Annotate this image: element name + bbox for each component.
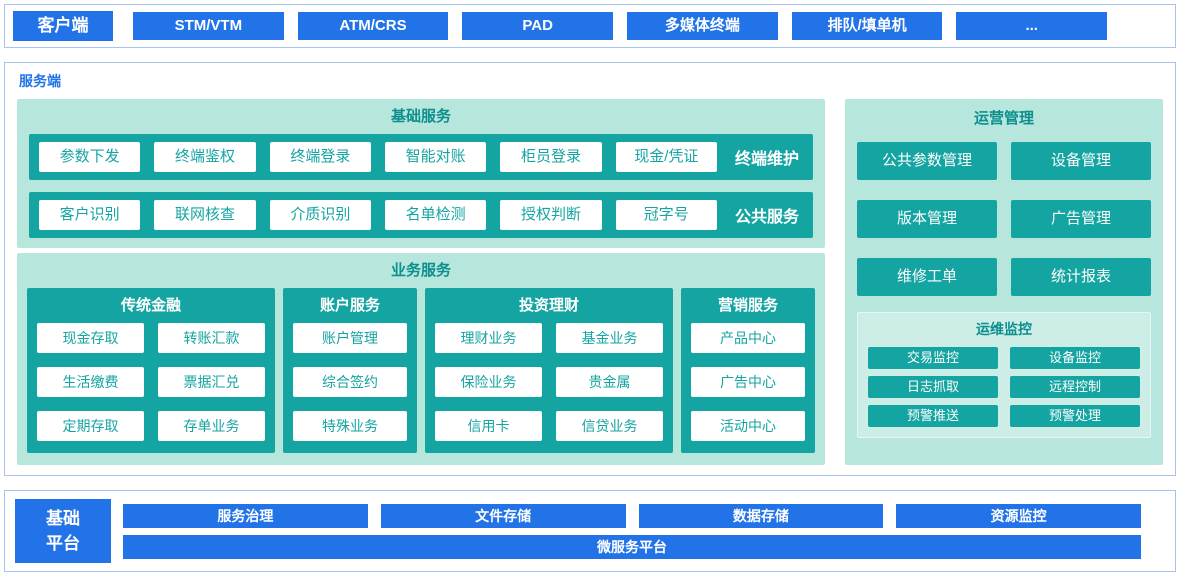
group-grid: 产品中心 广告中心 活动中心: [691, 323, 805, 441]
operations-grid: 公共参数管理 设备管理 版本管理 广告管理 维修工单 统计报表: [857, 142, 1151, 296]
service-node: 信用卡: [435, 411, 542, 441]
service-node: 产品中心: [691, 323, 805, 353]
public-services-label: 公共服务: [734, 209, 799, 226]
monitoring-node: 设备监控: [1010, 347, 1140, 369]
group-grid: 账户管理 综合签约 特殊业务: [293, 323, 407, 441]
service-node: 冠字号: [615, 200, 717, 230]
server-content: 基础服务 参数下发 终端鉴权 终端登录 智能对账 柜员登录 现金/凭证 终端维护…: [17, 99, 1163, 465]
operations-node: 广告管理: [1011, 200, 1151, 238]
service-node: 账户管理: [293, 323, 407, 353]
service-node: 广告中心: [691, 367, 805, 397]
service-node: 转账汇款: [158, 323, 265, 353]
client-node-more: ...: [956, 12, 1108, 40]
group-title: 账户服务: [319, 297, 380, 314]
platform-node-microservice-platform: 微服务平台: [123, 534, 1141, 559]
group-title: 传统金融: [120, 297, 181, 314]
service-node: 存单业务: [158, 411, 265, 441]
service-node: 理财业务: [435, 323, 542, 353]
operations-panel: 运营管理 公共参数管理 设备管理 版本管理 广告管理 维修工单 统计报表 运维监…: [845, 99, 1163, 465]
service-node: 授权判断: [500, 200, 602, 230]
service-node: 定期存取: [37, 411, 144, 441]
server-tier-label: 服务端: [19, 73, 61, 89]
platform-content: 服务治理 文件存储 数据存储 资源监控 微服务平台: [123, 503, 1141, 559]
group-account-services: 账户服务 账户管理 综合签约 特殊业务: [283, 288, 417, 453]
architecture-diagram: 客户端 STM/VTM ATM/CRS PAD 多媒体终端 排队/填单机 ...…: [4, 4, 1176, 572]
monitoring-node: 预警处理: [1010, 405, 1140, 427]
group-title: 营销服务: [717, 297, 778, 314]
server-tier: 服务端 基础服务 参数下发 终端鉴权 终端登录 智能对账 柜员登录 现金/凭证 …: [4, 62, 1176, 476]
client-node-queue-machine: 排队/填单机: [791, 12, 943, 40]
service-node: 基金业务: [556, 323, 663, 353]
service-node: 贵金属: [556, 367, 663, 397]
group-title: 投资理财: [518, 297, 579, 314]
group-grid: 理财业务 基金业务 保险业务 贵金属 信用卡 信贷业务: [435, 323, 663, 441]
service-node: 柜员登录: [500, 142, 602, 172]
service-node: 信贷业务: [556, 411, 663, 441]
operations-node: 维修工单: [857, 258, 997, 296]
service-node: 联网核查: [154, 200, 256, 230]
operations-node: 统计报表: [1011, 258, 1151, 296]
platform-tier: 基础平台 服务治理 文件存储 数据存储 资源监控 微服务平台: [4, 490, 1176, 572]
monitoring-node: 日志抓取: [868, 376, 998, 398]
client-node-pad: PAD: [462, 12, 614, 40]
service-node: 参数下发: [39, 142, 141, 172]
client-node-multimedia-terminal: 多媒体终端: [627, 12, 778, 40]
service-node: 现金/凭证: [615, 142, 717, 172]
operations-node: 设备管理: [1011, 142, 1151, 180]
service-node: 智能对账: [384, 142, 487, 172]
monitoring-grid: 交易监控 设备监控 日志抓取 远程控制 预警推送 预警处理: [868, 347, 1140, 427]
client-tier: 客户端 STM/VTM ATM/CRS PAD 多媒体终端 排队/填单机 ...: [4, 4, 1176, 48]
terminal-maintenance-row: 参数下发 终端鉴权 终端登录 智能对账 柜员登录 现金/凭证 终端维护: [29, 134, 813, 180]
client-tier-label: 客户端: [13, 11, 113, 41]
client-node-list: STM/VTM ATM/CRS PAD 多媒体终端 排队/填单机 ...: [133, 12, 1108, 40]
group-marketing-services: 营销服务 产品中心 广告中心 活动中心: [681, 288, 815, 453]
platform-tier-label-text: 基础平台: [45, 508, 80, 554]
operations-node: 版本管理: [857, 200, 997, 238]
monitoring-node: 预警推送: [868, 405, 998, 427]
service-node: 活动中心: [691, 411, 805, 441]
service-node: 保险业务: [435, 367, 542, 397]
service-node: 票据汇兑: [158, 367, 265, 397]
platform-node-data-storage: 数据存储: [638, 503, 884, 528]
group-traditional-finance: 传统金融 现金存取 转账汇款 生活缴费 票据汇兑 定期存取 存单业务: [27, 288, 275, 453]
group-investment-finance: 投资理财 理财业务 基金业务 保险业务 贵金属 信用卡 信贷业务: [425, 288, 673, 453]
public-services-row: 客户识别 联网核查 介质识别 名单检测 授权判断 冠字号 公共服务: [29, 192, 813, 238]
service-node: 生活缴费: [37, 367, 144, 397]
service-node: 综合签约: [293, 367, 407, 397]
monitoring-node: 远程控制: [1010, 376, 1140, 398]
monitoring-node: 交易监控: [868, 347, 998, 369]
terminal-maintenance-label: 终端维护: [734, 151, 799, 168]
basic-services-panel: 基础服务 参数下发 终端鉴权 终端登录 智能对账 柜员登录 现金/凭证 终端维护…: [17, 99, 825, 248]
business-groups: 传统金融 现金存取 转账汇款 生活缴费 票据汇兑 定期存取 存单业务: [27, 288, 815, 453]
business-services-title: 业务服务: [390, 262, 451, 279]
service-node: 客户识别: [39, 200, 141, 230]
service-node: 现金存取: [37, 323, 144, 353]
platform-tier-label: 基础平台: [15, 499, 111, 563]
group-grid: 现金存取 转账汇款 生活缴费 票据汇兑 定期存取 存单业务: [37, 323, 265, 441]
basic-services-title: 基础服务: [390, 108, 451, 125]
operations-node: 公共参数管理: [857, 142, 997, 180]
service-node: 终端登录: [269, 142, 371, 172]
service-node: 终端鉴权: [154, 142, 256, 172]
platform-node-resource-monitoring: 资源监控: [896, 503, 1141, 528]
service-node: 介质识别: [269, 200, 371, 230]
service-node: 特殊业务: [293, 411, 407, 441]
business-services-panel: 业务服务 传统金融 现金存取 转账汇款 生活缴费 票据汇兑 定期存取 存单业务: [17, 253, 825, 465]
platform-node-row: 服务治理 文件存储 数据存储 资源监控: [123, 503, 1141, 528]
monitoring-title: 运维监控: [976, 321, 1032, 337]
platform-node-file-storage: 文件存储: [380, 503, 626, 528]
service-node: 名单检测: [384, 200, 487, 230]
monitoring-panel: 运维监控 交易监控 设备监控 日志抓取 远程控制 预警推送 预警处理: [857, 312, 1151, 438]
client-node-stm-vtm: STM/VTM: [133, 12, 284, 40]
server-left-column: 基础服务 参数下发 终端鉴权 终端登录 智能对账 柜员登录 现金/凭证 终端维护…: [17, 99, 825, 465]
operations-title: 运营管理: [973, 110, 1034, 127]
client-node-atm-crs: ATM/CRS: [297, 12, 449, 40]
platform-node-service-governance: 服务治理: [123, 503, 368, 528]
